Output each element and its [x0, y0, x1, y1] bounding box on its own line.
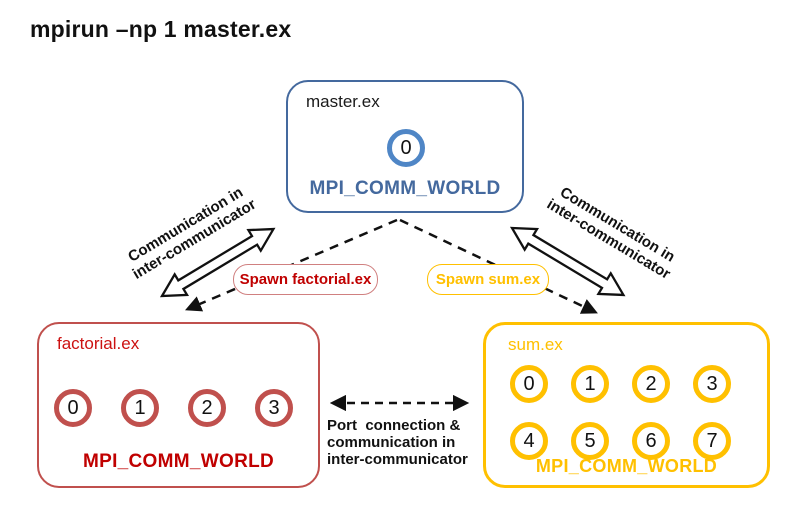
sum-comm-world-label: MPI_COMM_WORLD	[535, 456, 718, 476]
factorial-process-box: factorial.ex 0 1 2 3 MPI_COMM_WORLD	[37, 322, 320, 488]
master-rank-row: 0	[387, 129, 425, 167]
factorial-comm-world-label: MPI_COMM_WORLD	[82, 451, 275, 472]
master-process-name: master.ex	[306, 92, 380, 111]
diagram-title: mpirun –np 1 master.ex	[30, 16, 292, 42]
sum-process-box: sum.ex 0 1 2 3 4 5 6 7 MPI_COMM_WORLD	[483, 322, 770, 488]
intercomm-label-right-line1: Communication in	[556, 183, 678, 266]
sum-rank-row-2: 4 5 6 7	[510, 422, 731, 460]
port-connection-line1: Port connection &	[327, 417, 461, 434]
intercomm-label-right-line2: inter-communicator	[543, 195, 674, 283]
factorial-rank-1: 1	[121, 389, 159, 427]
intercomm-label-left-line1: Communication in	[125, 183, 247, 266]
port-connection-label: Port connection & communication in inter…	[327, 417, 468, 468]
sum-rank-row-1: 0 1 2 3	[510, 365, 731, 403]
spawn-factorial-label: Spawn factorial.ex	[233, 264, 378, 295]
factorial-process-name: factorial.ex	[57, 334, 140, 353]
factorial-rank-2: 2	[188, 389, 226, 427]
sum-rank-3: 3	[693, 365, 731, 403]
sum-process-name: sum.ex	[508, 335, 563, 354]
sum-rank-5: 5	[571, 422, 609, 460]
sum-rank-2: 2	[632, 365, 670, 403]
master-comm-world-label: MPI_COMM_WORLD	[309, 178, 501, 199]
sum-rank-4: 4	[510, 422, 548, 460]
port-connection-line2: communication in	[327, 434, 456, 451]
sum-rank-1: 1	[571, 365, 609, 403]
spawn-sum-label: Spawn sum.ex	[427, 264, 549, 295]
sum-rank-7: 7	[693, 422, 731, 460]
factorial-rank-row: 0 1 2 3	[54, 389, 293, 427]
sum-rank-0: 0	[510, 365, 548, 403]
factorial-rank-0: 0	[54, 389, 92, 427]
intercomm-label-right: Communication in inter-communicator	[528, 172, 698, 293]
sum-rank-6: 6	[632, 422, 670, 460]
master-rank-0: 0	[387, 129, 425, 167]
factorial-rank-3: 3	[255, 389, 293, 427]
master-process-box: master.ex 0 MPI_COMM_WORLD	[286, 80, 524, 213]
port-connection-line3: inter-communicator	[327, 451, 468, 468]
